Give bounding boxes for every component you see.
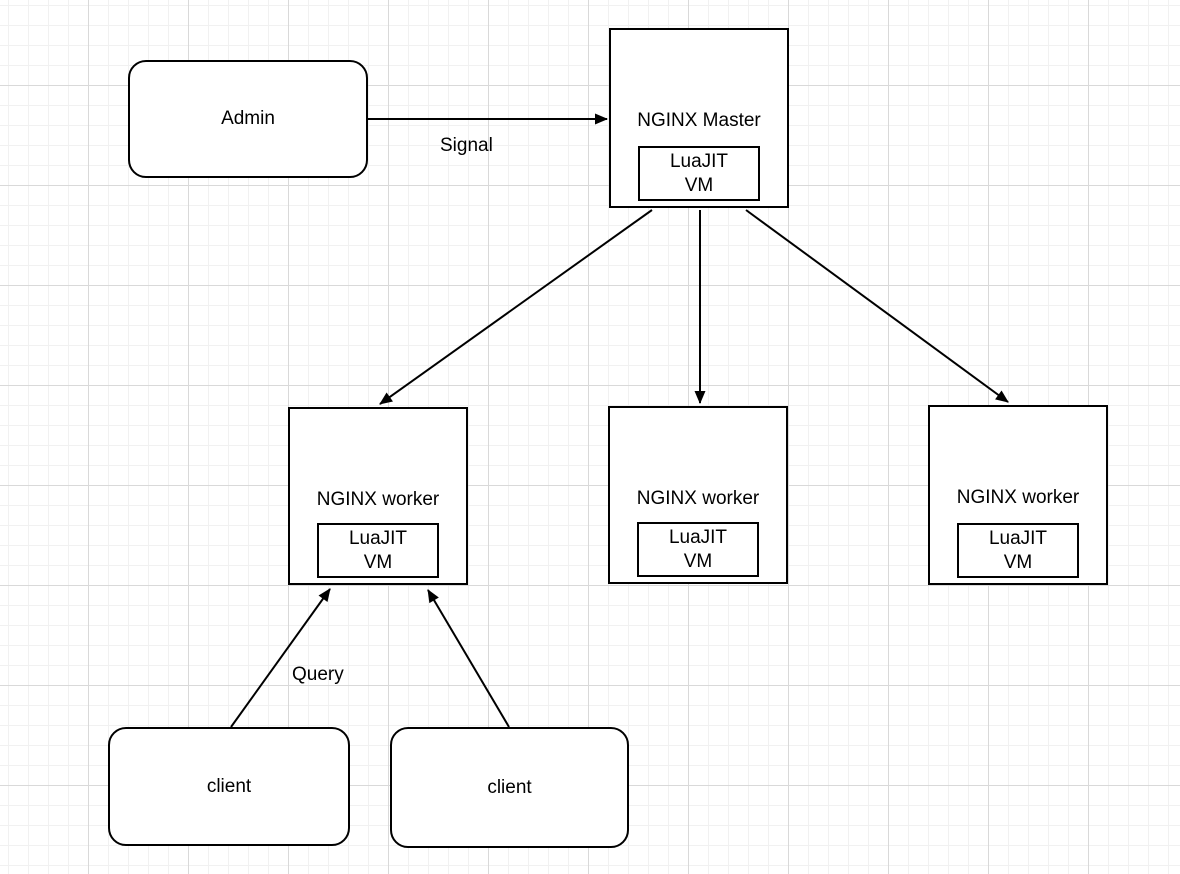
edge-client-2-to-worker-1[interactable] — [427, 589, 510, 728]
luajit-vm-label-line2: VM — [363, 551, 393, 573]
node-worker-2-luajit-vm[interactable]: LuaJIT VM — [637, 522, 759, 577]
luajit-vm-label-line1: LuaJIT — [348, 527, 408, 549]
luajit-vm-label-line2: VM — [1003, 551, 1033, 573]
node-worker-1-luajit-vm[interactable]: LuaJIT VM — [317, 523, 439, 578]
node-nginx-worker-2[interactable]: NGINX worker LuaJIT VM — [608, 406, 788, 584]
node-master-luajit-vm[interactable]: LuaJIT VM — [638, 146, 760, 201]
node-nginx-worker-3[interactable]: NGINX worker LuaJIT VM — [928, 405, 1108, 585]
node-client-2-label: client — [487, 776, 532, 798]
edge-master-to-worker-1[interactable] — [379, 209, 653, 405]
node-nginx-master[interactable]: NGINX Master LuaJIT VM — [609, 28, 789, 208]
node-nginx-worker-1-label: NGINX worker — [316, 489, 440, 510]
node-worker-3-luajit-vm[interactable]: LuaJIT VM — [957, 523, 1079, 578]
luajit-vm-label-line1: LuaJIT — [988, 527, 1048, 549]
luajit-vm-label-line2: VM — [684, 174, 714, 196]
node-admin[interactable]: Admin — [128, 60, 368, 178]
node-client-1-label: client — [206, 775, 252, 797]
luajit-vm-label-line2: VM — [683, 550, 713, 572]
node-client-1[interactable]: client — [108, 727, 350, 846]
node-nginx-worker-3-label: NGINX worker — [956, 487, 1080, 508]
edge-client-1-to-worker-1[interactable] — [230, 588, 331, 728]
node-nginx-master-label: NGINX Master — [637, 110, 761, 131]
edge-label-signal[interactable]: Signal — [440, 135, 493, 156]
luajit-vm-label-line1: LuaJIT — [668, 526, 728, 548]
node-nginx-worker-2-label: NGINX worker — [636, 488, 760, 509]
edge-label-query[interactable]: Query — [292, 664, 344, 685]
luajit-vm-label-line1: LuaJIT — [669, 150, 729, 172]
node-nginx-worker-1[interactable]: NGINX worker LuaJIT VM — [288, 407, 468, 585]
node-client-2[interactable]: client — [390, 727, 629, 848]
edge-master-to-worker-3[interactable] — [745, 209, 1009, 403]
node-admin-label: Admin — [221, 108, 275, 129]
